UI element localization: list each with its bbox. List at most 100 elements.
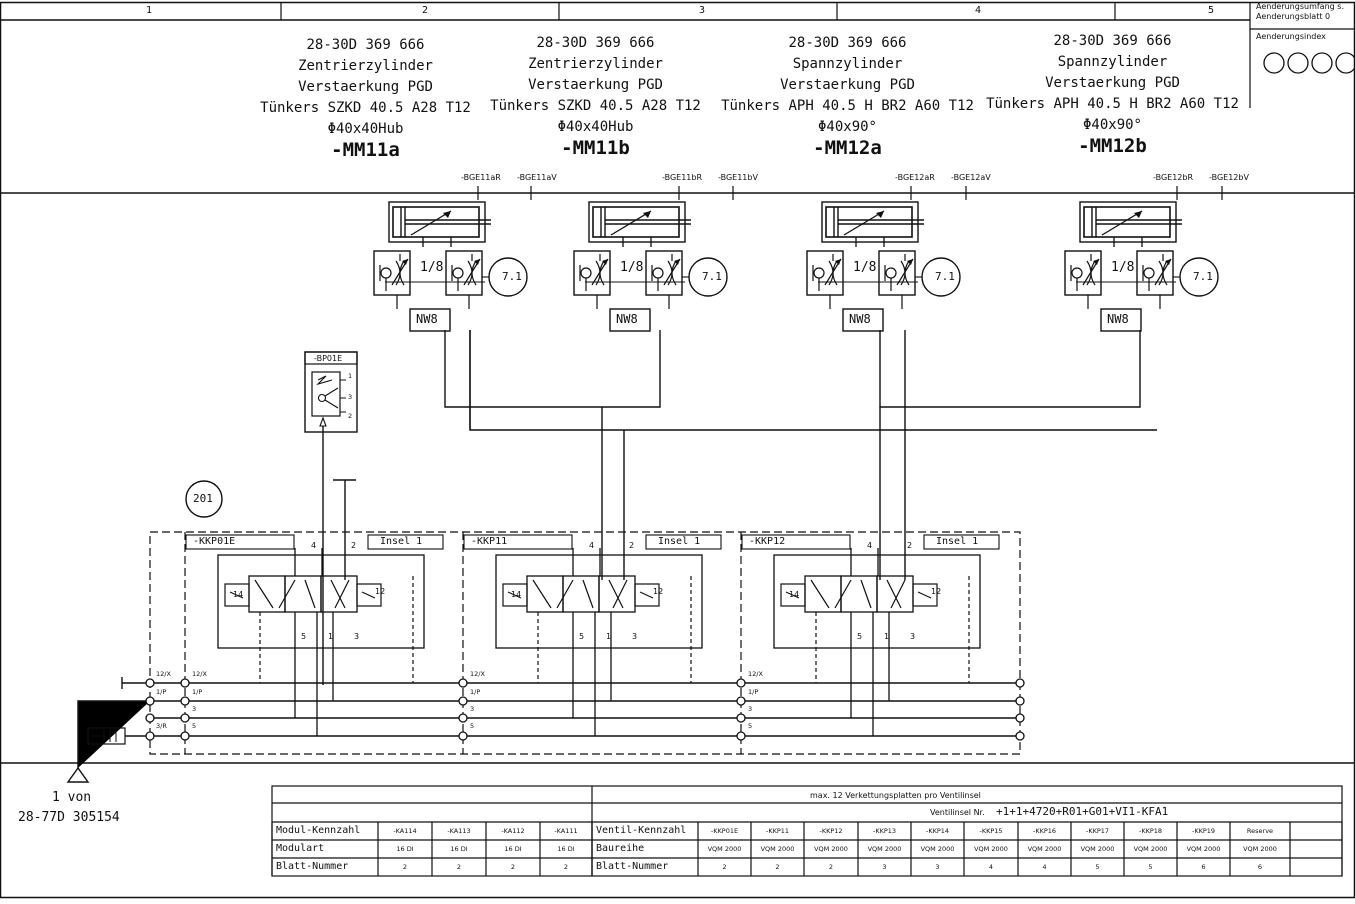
sensor-label: -BGE12aV xyxy=(951,173,991,182)
bus-node xyxy=(145,713,155,723)
flow-label: 1/8 xyxy=(853,260,877,275)
nw-label: NW8 xyxy=(616,312,638,326)
table-cell: -KKP15 xyxy=(979,827,1003,835)
bus-label: 1/P xyxy=(748,688,759,696)
table-cell: -KKP18 xyxy=(1138,827,1163,835)
supply-reference-line1: 1 von xyxy=(52,790,92,805)
table-cell: Reserve xyxy=(1246,827,1274,835)
component-title-mm12a: 28-30D 369 666 Spannzylinder Verstaerkun… xyxy=(710,33,985,159)
valve-port-2: 2 xyxy=(351,541,357,550)
cylinder-unit-4 xyxy=(1064,201,1219,332)
table-cell: 3 xyxy=(882,863,887,871)
valve-port-12: 12 xyxy=(653,587,664,596)
bus-node xyxy=(1015,678,1025,688)
bus-label: 3 xyxy=(192,705,197,713)
valve-port-4: 4 xyxy=(867,541,873,550)
table-cell: 2 xyxy=(828,863,834,871)
component-tag: -MM12b xyxy=(1078,135,1147,157)
bus-node xyxy=(180,713,190,723)
bus-label: 1/P xyxy=(192,688,203,696)
bus-node xyxy=(180,678,190,688)
bus-node xyxy=(180,731,190,741)
reference-circle-201: 201 xyxy=(193,492,213,505)
component-size: Φ40x40Hub xyxy=(327,121,404,137)
component-type: Spannzylinder xyxy=(792,56,903,72)
ventilinsel-prefix: Ventilinsel Nr. xyxy=(930,808,985,817)
flow-label: 1/8 xyxy=(1111,260,1135,275)
valve-name: -KKP11 xyxy=(471,536,508,547)
component-size: Φ40x40Hub xyxy=(557,119,634,135)
table-cell: -KA111 xyxy=(554,827,578,835)
component-part-number: 28-30D 369 666 xyxy=(536,35,655,51)
valve-port-5: 5 xyxy=(301,632,307,641)
bus-node xyxy=(1015,731,1025,741)
reference-circle-label: 7.1 xyxy=(702,270,722,283)
valve-island: Insel 1 xyxy=(380,536,423,547)
bus-label: 1/P xyxy=(470,688,481,696)
aenderungsblatt-label: Aenderungsblatt 0 xyxy=(1256,12,1331,21)
flow-label: 1/8 xyxy=(420,260,444,275)
component-variant: Verstaerkung PGD xyxy=(1045,75,1180,91)
bus-label: 3 xyxy=(470,705,475,713)
bus-label: 12/X xyxy=(470,670,485,678)
cylinder-unit-1 xyxy=(373,201,528,332)
sensor-label: -BGE12aR xyxy=(895,173,935,182)
table-row-label: Ventil-Kennzahl xyxy=(596,825,687,836)
table-cell: VQM 2000 xyxy=(920,845,955,853)
table-cell: -KKP16 xyxy=(1032,827,1057,835)
valve-port-3: 3 xyxy=(632,632,638,641)
valve-name: -KKP01E xyxy=(193,536,236,547)
cylinder-unit-2 xyxy=(573,201,728,332)
pressure-switch-port: 3 xyxy=(348,393,353,401)
table-cell: 3 xyxy=(935,863,940,871)
component-model: Tünkers SZKD 40.5 A28 T12 xyxy=(260,100,471,116)
component-type: Spannzylinder xyxy=(1057,54,1168,70)
table-cell: 6 xyxy=(1257,863,1263,871)
table-cell: 2 xyxy=(456,863,462,871)
component-variant: Verstaerkung PGD xyxy=(298,79,433,95)
bus-node xyxy=(736,731,746,741)
column-number-1: 1 xyxy=(146,5,153,16)
reference-circle-label: 7.1 xyxy=(502,270,522,283)
bus-node xyxy=(458,678,468,688)
table-row-label: Blatt-Nummer xyxy=(276,861,349,872)
table-cell: VQM 2000 xyxy=(814,845,848,853)
supply-reference-line2: 28-77D 305154 xyxy=(18,810,120,825)
bus-node xyxy=(1015,713,1025,723)
reference-circle-label: 7.1 xyxy=(935,270,955,283)
component-model: Tünkers APH 40.5 H BR2 A60 T12 xyxy=(721,98,974,114)
component-tag: -MM11a xyxy=(331,139,400,161)
component-part-number: 28-30D 369 666 xyxy=(1053,33,1172,49)
table-cell: 2 xyxy=(510,863,516,871)
component-type: Zentrierzylinder xyxy=(298,58,433,74)
bus-node xyxy=(145,731,155,741)
column-number-3: 3 xyxy=(699,5,706,16)
table-cell: 16 DI xyxy=(396,845,414,853)
bus-node xyxy=(736,713,746,723)
table-row-label: Blatt-Nummer xyxy=(596,861,669,872)
table-cell: 16 DI xyxy=(504,845,522,853)
valve-port-2: 2 xyxy=(907,541,913,550)
valve-port-14: 14 xyxy=(789,590,800,599)
table-cell: 2 xyxy=(402,863,408,871)
valve-port-1: 1 xyxy=(606,632,612,641)
component-title-mm12b: 28-30D 369 666 Spannzylinder Verstaerkun… xyxy=(975,31,1250,157)
table-cell: -KA112 xyxy=(501,827,525,835)
component-part-number: 28-30D 369 666 xyxy=(306,37,425,53)
bus-node xyxy=(736,678,746,688)
reference-circle-label: 7.1 xyxy=(1193,270,1213,283)
column-number-2: 2 xyxy=(422,5,429,16)
bus-label: 12/X xyxy=(748,670,763,678)
bus-label: 5 xyxy=(748,722,753,730)
table-cell: -KKP11 xyxy=(765,827,790,835)
bus-node xyxy=(1015,696,1025,706)
valve-port-14: 14 xyxy=(511,590,522,599)
component-title-mm11a: 28-30D 369 666 Zentrierzylinder Verstaer… xyxy=(248,35,483,161)
component-variant: Verstaerkung PGD xyxy=(780,77,915,93)
table-row-label: Baureihe xyxy=(596,843,645,854)
table-cell: 6 xyxy=(1201,863,1206,871)
valve-1 xyxy=(184,532,444,754)
bus-node xyxy=(180,696,190,706)
table-header: max. 12 Verkettungsplatten pro Ventilins… xyxy=(810,791,981,800)
bus-label: 5 xyxy=(470,722,475,730)
